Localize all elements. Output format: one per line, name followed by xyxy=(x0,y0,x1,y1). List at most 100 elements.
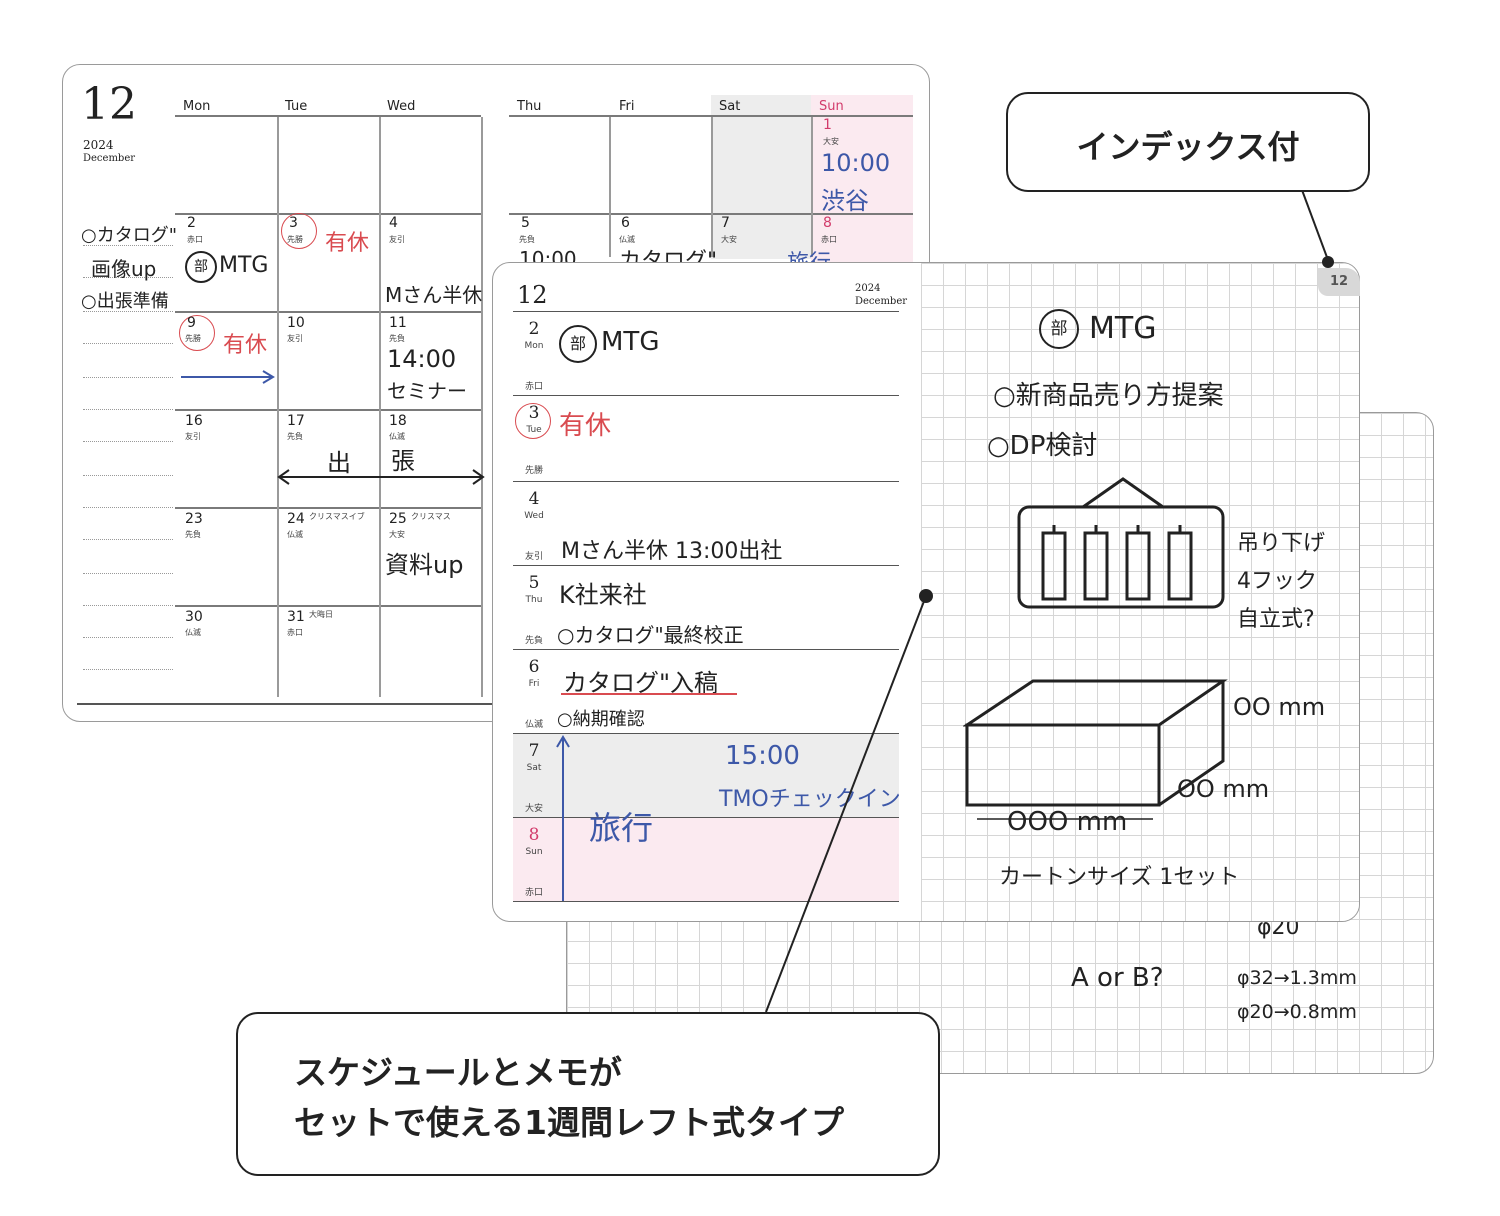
day-separator xyxy=(513,565,899,567)
day-7-number: 7 xyxy=(721,215,730,231)
day-4-number: 4 xyxy=(389,215,398,231)
day-25-rokuyo: 大安 xyxy=(389,530,405,539)
header-sun: Sun xyxy=(819,99,844,114)
memo-title: MTG xyxy=(1089,311,1157,346)
day-3-circle-mark xyxy=(281,213,317,249)
day-23-number: 23 xyxy=(185,511,203,527)
day-4-rokuyo: 友引 xyxy=(389,235,405,244)
row-line xyxy=(175,507,481,509)
col-line xyxy=(277,117,279,697)
weekly-day-3-rokuyo: 先勝 xyxy=(524,466,543,476)
header-tue: Tue xyxy=(285,99,308,114)
header-wed: Wed xyxy=(387,99,416,114)
weekly-page: 12 2024 December 2 Mon 赤口 部 MTG 3 Tue 先勝… xyxy=(492,262,1360,922)
weekly-day-6-number: 6 xyxy=(528,657,540,677)
col-line xyxy=(481,117,483,697)
memo-dim-2: OO mm xyxy=(1177,775,1270,803)
weekly-day-7-number: 7 xyxy=(528,741,540,761)
memo-note-phi20-b: φ20→0.8mm xyxy=(1237,1001,1357,1023)
arrow-up-icon xyxy=(556,735,570,901)
day-17-number: 17 xyxy=(287,413,305,429)
saturday-row-bg xyxy=(513,733,899,817)
day-6-rokuyo: 仏滅 xyxy=(619,235,635,244)
day-9-circle-mark xyxy=(179,315,215,351)
memo-side-note-3: 自立式? xyxy=(1237,607,1315,632)
weekly-day-4-name: Wed xyxy=(524,511,544,521)
note-line xyxy=(83,605,173,606)
weekly-day-8-name-text: Sun xyxy=(525,847,543,857)
weekly-day-6-note-2: ○納期確認 xyxy=(557,709,645,730)
hanging-display-sketch xyxy=(1017,477,1225,609)
memo-dim-1: OO mm xyxy=(1233,693,1326,721)
weekly-day-3-number: 3 xyxy=(528,403,540,423)
day-23-rokuyo: 先負 xyxy=(185,530,201,539)
day-2-note: MTG xyxy=(219,253,269,278)
left-note-3: ○出張準備 xyxy=(81,291,169,312)
note-line xyxy=(83,441,173,442)
day-separator xyxy=(513,817,899,819)
weekly-travel-note: 旅行 xyxy=(589,809,654,847)
arrow-right-icon xyxy=(181,370,275,384)
memo-side-note-2: 4フック xyxy=(1237,569,1317,594)
day-9-number: 9 xyxy=(187,315,196,331)
memo-note-aorb: A or B? xyxy=(1071,963,1164,993)
day-1-number: 1 xyxy=(823,117,832,133)
day-4-note: Mさん半休 xyxy=(385,283,483,307)
weekly-day-7-name: Sat xyxy=(526,763,542,773)
memo-note-phi32: φ32→1.3mm xyxy=(1237,967,1357,989)
day-18-rokuyo: 仏滅 xyxy=(389,432,405,441)
weekly-day-2-rokuyo: 赤口 xyxy=(524,382,543,392)
department-stamp-icon: 部 xyxy=(185,251,217,283)
memo-caption: カートンサイズ 1セット xyxy=(999,865,1240,890)
day-17-note: 出 xyxy=(327,449,351,477)
index-tab[interactable]: 12 xyxy=(1318,268,1360,296)
weekly-day-7-note-checkin: TMOチェックイン xyxy=(719,787,901,812)
left-note-1: ○カタログ" xyxy=(81,225,177,246)
col-line xyxy=(711,117,713,257)
day-10-number: 10 xyxy=(287,315,305,331)
day-30-rokuyo: 仏滅 xyxy=(185,628,201,637)
day-30-number: 30 xyxy=(185,609,203,625)
day-16-rokuyo: 友引 xyxy=(185,432,201,441)
index-callout-text: インデックス付 xyxy=(1076,128,1300,166)
day-31-rokuyo: 赤口 xyxy=(287,628,303,637)
day-11-note-time: 14:00 xyxy=(387,345,457,373)
month-name-label: December xyxy=(83,153,136,164)
note-line xyxy=(83,311,173,312)
day-17-rokuyo: 先負 xyxy=(287,432,303,441)
col-line xyxy=(609,117,611,257)
feature-callout-line1: スケジュールとメモが xyxy=(294,1053,622,1092)
note-line xyxy=(83,475,173,476)
day-11-note-seminar: セミナー xyxy=(387,379,467,403)
weekly-day-4-note: Mさん半休 13:00出社 xyxy=(561,539,783,564)
row-line xyxy=(175,311,481,313)
weekly-day-5-note-1: K社来社 xyxy=(559,581,647,609)
weekly-day-3-note: 有休 xyxy=(559,411,612,441)
day-3-number: 3 xyxy=(289,215,298,231)
day-24-rokuyo: 仏滅 xyxy=(287,530,303,539)
day-separator xyxy=(513,901,899,903)
memo-dim-3: OOO mm xyxy=(1007,807,1128,837)
weekly-day-5-number: 5 xyxy=(528,573,540,593)
weekly-day-5-note-2: ○カタログ"最終校正 xyxy=(557,623,744,647)
note-line xyxy=(83,343,173,344)
weekly-day-2-note: MTG xyxy=(601,327,660,357)
day-25-note: 資料up xyxy=(385,551,464,579)
day-25-event: クリスマス xyxy=(411,512,451,521)
weekly-day-8-number: 8 xyxy=(528,825,540,845)
day-24-number: 24 xyxy=(287,511,305,527)
note-line xyxy=(83,637,173,638)
day-18-note: 張 xyxy=(391,447,415,475)
day-18-number: 18 xyxy=(389,413,407,429)
header-sat: Sat xyxy=(719,99,741,114)
note-line xyxy=(83,409,173,410)
weekly-day-7-rokuyo: 大安 xyxy=(524,804,543,814)
day-2-rokuyo: 赤口 xyxy=(187,235,203,244)
month-number: 12 xyxy=(81,79,137,130)
row-line xyxy=(509,115,913,117)
weekly-day-3-name: Tue xyxy=(526,425,542,435)
feature-callout-line2: セットで使える1週間レフト式タイプ xyxy=(294,1103,844,1142)
day-separator xyxy=(513,481,899,483)
weekly-month-name: December xyxy=(855,296,908,307)
note-line xyxy=(83,377,173,378)
